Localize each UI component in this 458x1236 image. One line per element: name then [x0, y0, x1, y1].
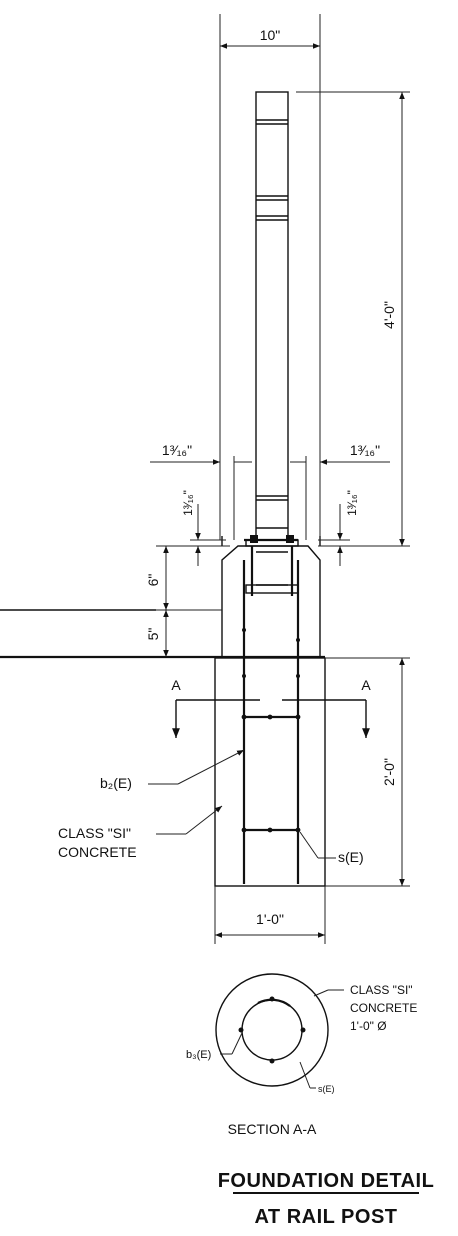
base-plate-assembly [244, 535, 299, 596]
section-cut-line [172, 699, 370, 738]
dim-offset-right-v: 1³⁄₁₆" [345, 490, 359, 516]
dim-curb-lower: 5" [145, 628, 161, 641]
dim-foundation-depth [325, 657, 410, 887]
dim-curb-upper: 6" [145, 574, 161, 587]
section-a-a-view [215, 973, 329, 1087]
dim-curb-heights [156, 545, 230, 657]
leader-stirrup [299, 831, 319, 859]
section-concrete-word: CONCRETE [350, 1001, 417, 1015]
leader-concrete [185, 805, 223, 835]
dim-offset-left-v: 1³⁄₁₆" [181, 490, 195, 516]
dim-offset-vertical [190, 504, 350, 566]
title-line-2: AT RAIL POST [254, 1206, 397, 1228]
dim-offset-left-h: 1³⁄₁₆" [162, 442, 192, 458]
dim-offset-horizontal [150, 456, 390, 540]
section-mark-left: A [171, 677, 181, 693]
dim-post-width-label: 10" [260, 27, 281, 43]
section-mark-right: A [361, 677, 371, 693]
callout-stirrup: s(E) [338, 849, 364, 865]
callout-concrete-word: CONCRETE [58, 844, 137, 860]
callout-b2: b₂(E) [100, 775, 132, 791]
leader-b3 [231, 1032, 243, 1055]
dim-foundation-depth-label: 2'-0" [381, 758, 397, 786]
leader-b2 [177, 749, 245, 785]
foundation-shaft [214, 560, 326, 887]
rail-post [255, 91, 289, 541]
dim-post-width [219, 14, 321, 540]
section-callout-stirrup: s(E) [318, 1084, 335, 1094]
dim-foundation-width-label: 1'-0" [256, 911, 284, 927]
curb-outline [0, 536, 325, 659]
leader-section-stirrup [299, 1061, 311, 1089]
dim-offset-right-h: 1³⁄₁₆" [350, 442, 380, 458]
callout-concrete-class: CLASS "SI" [58, 825, 131, 841]
dim-foundation-width [214, 886, 326, 944]
section-callout-b3: b₃(E) [186, 1049, 211, 1061]
section-label: SECTION A-A [228, 1121, 317, 1137]
leader-section-concrete [313, 989, 329, 997]
dim-post-height-label: 4'-0" [381, 301, 397, 329]
title-line-1: FOUNDATION DETAIL [218, 1170, 435, 1192]
section-concrete-class: CLASS "SI" [350, 983, 413, 997]
section-diameter: 1'-0" Ø [350, 1019, 387, 1033]
